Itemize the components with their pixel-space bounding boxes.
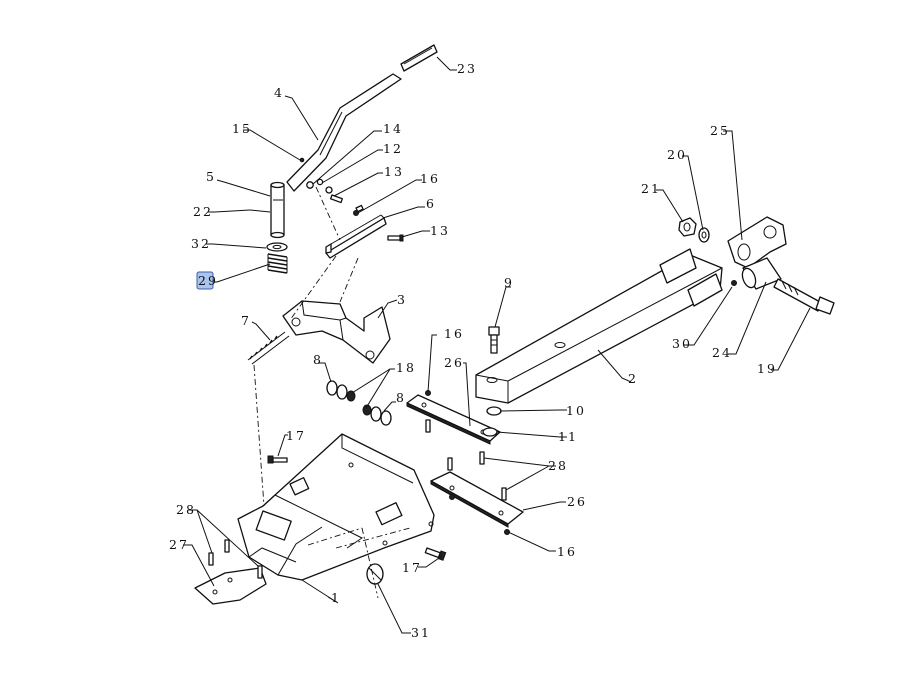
callout-24[interactable]: 24: [712, 345, 732, 360]
part-8-18-bushings-right: [362, 404, 392, 426]
callout-25[interactable]: 25: [710, 123, 730, 138]
callout-19[interactable]: 19: [757, 361, 777, 376]
callout-7[interactable]: 7: [241, 313, 251, 328]
part-11-nut: [482, 427, 498, 437]
part-21-nut: [678, 217, 697, 237]
callout-31[interactable]: 31: [411, 625, 431, 640]
part-25-clevis: [727, 216, 787, 269]
part-29-spring: [267, 253, 288, 274]
callout-10[interactable]: 10: [566, 403, 586, 418]
callout-8-left[interactable]: 8: [313, 352, 323, 367]
part-9-bolt: [488, 326, 500, 354]
callout-8-right[interactable]: 8: [396, 390, 406, 405]
callout-1[interactable]: 1: [331, 590, 341, 605]
part-16-nut-d: [353, 210, 359, 216]
callout-20[interactable]: 20: [667, 147, 687, 162]
part-14-12-13-pivot-hardware: [306, 178, 343, 204]
part-13-bolt: [387, 234, 404, 242]
part-6-link-plate: [325, 204, 387, 259]
part-5-pin: [270, 181, 285, 239]
callout-28-left[interactable]: 28: [176, 502, 196, 517]
part-24-sleeve: [741, 257, 782, 290]
callout-29-highlight: [196, 271, 214, 290]
callout-28-right[interactable]: 28: [548, 458, 568, 473]
part-28-bolts-left: [208, 539, 263, 579]
callout-11[interactable]: 11: [558, 429, 578, 444]
callout-21[interactable]: 21: [641, 181, 661, 196]
leader-lines: [183, 56, 811, 634]
part-16-nut-b: [449, 494, 455, 500]
callout-30[interactable]: 30: [672, 336, 692, 351]
part-17-bolt-lower: [424, 547, 447, 561]
callout-9[interactable]: 9: [504, 275, 514, 290]
callout-4[interactable]: 4: [274, 85, 284, 100]
callout-14[interactable]: 14: [383, 121, 403, 136]
part-3-bracket: [282, 300, 391, 364]
callout-3[interactable]: 3: [397, 292, 407, 307]
part-7-spring: [247, 331, 290, 365]
callout-16-lower[interactable]: 16: [557, 544, 577, 559]
part-22-cotter-pin: [249, 209, 271, 213]
callout-27[interactable]: 27: [169, 537, 189, 552]
part-16-nut-c: [504, 529, 510, 535]
part-30-ring: [731, 280, 737, 286]
callout-6[interactable]: 6: [426, 196, 436, 211]
part-32-washer: [266, 242, 288, 252]
assembly-centerlines: [253, 186, 411, 599]
callout-17-lower[interactable]: 17: [402, 560, 422, 575]
callout-32[interactable]: 32: [191, 236, 211, 251]
callout-15[interactable]: 15: [232, 121, 252, 136]
part-27-plate: [194, 567, 267, 605]
callout-2[interactable]: 2: [628, 371, 638, 386]
callout-16-upper[interactable]: 16: [420, 171, 440, 186]
callout-23[interactable]: 23: [457, 61, 477, 76]
part-23-handle-grip: [400, 44, 438, 72]
part-17-bolt-upper: [267, 455, 288, 464]
part-31-clip: [366, 563, 384, 585]
callout-22[interactable]: 22: [193, 204, 213, 219]
callout-13-upper[interactable]: 13: [384, 164, 404, 179]
part-10-washer: [486, 406, 502, 416]
callout-16-middle[interactable]: 16: [444, 326, 464, 341]
part-26-plate-upper: [406, 394, 501, 445]
callout-29[interactable]: 29: [198, 273, 218, 288]
callout-17-upper[interactable]: 17: [286, 428, 306, 443]
part-26-plate-lower: [430, 471, 524, 528]
callout-12[interactable]: 12: [383, 141, 403, 156]
part-28-screws-right: [425, 419, 507, 501]
callout-labels: 1 2 3 4 5 6 7 8 8 9 10 11 12 13 13 14 15…: [169, 61, 777, 640]
callout-13-lower[interactable]: 13: [430, 223, 450, 238]
part-19-bolt: [773, 278, 835, 315]
part-1-base-frame: [237, 433, 435, 581]
callout-26-upper[interactable]: 26: [444, 355, 464, 370]
part-4-lever-arm: [286, 73, 402, 192]
callout-5[interactable]: 5: [206, 169, 216, 184]
callout-26-lower[interactable]: 26: [567, 494, 587, 509]
part-2-beam: [475, 248, 723, 404]
callout-18[interactable]: 18: [396, 360, 416, 375]
part-8-18-bushings-left: [326, 380, 356, 402]
part-20-washer: [698, 227, 710, 243]
part-15-rivet: [299, 157, 305, 163]
